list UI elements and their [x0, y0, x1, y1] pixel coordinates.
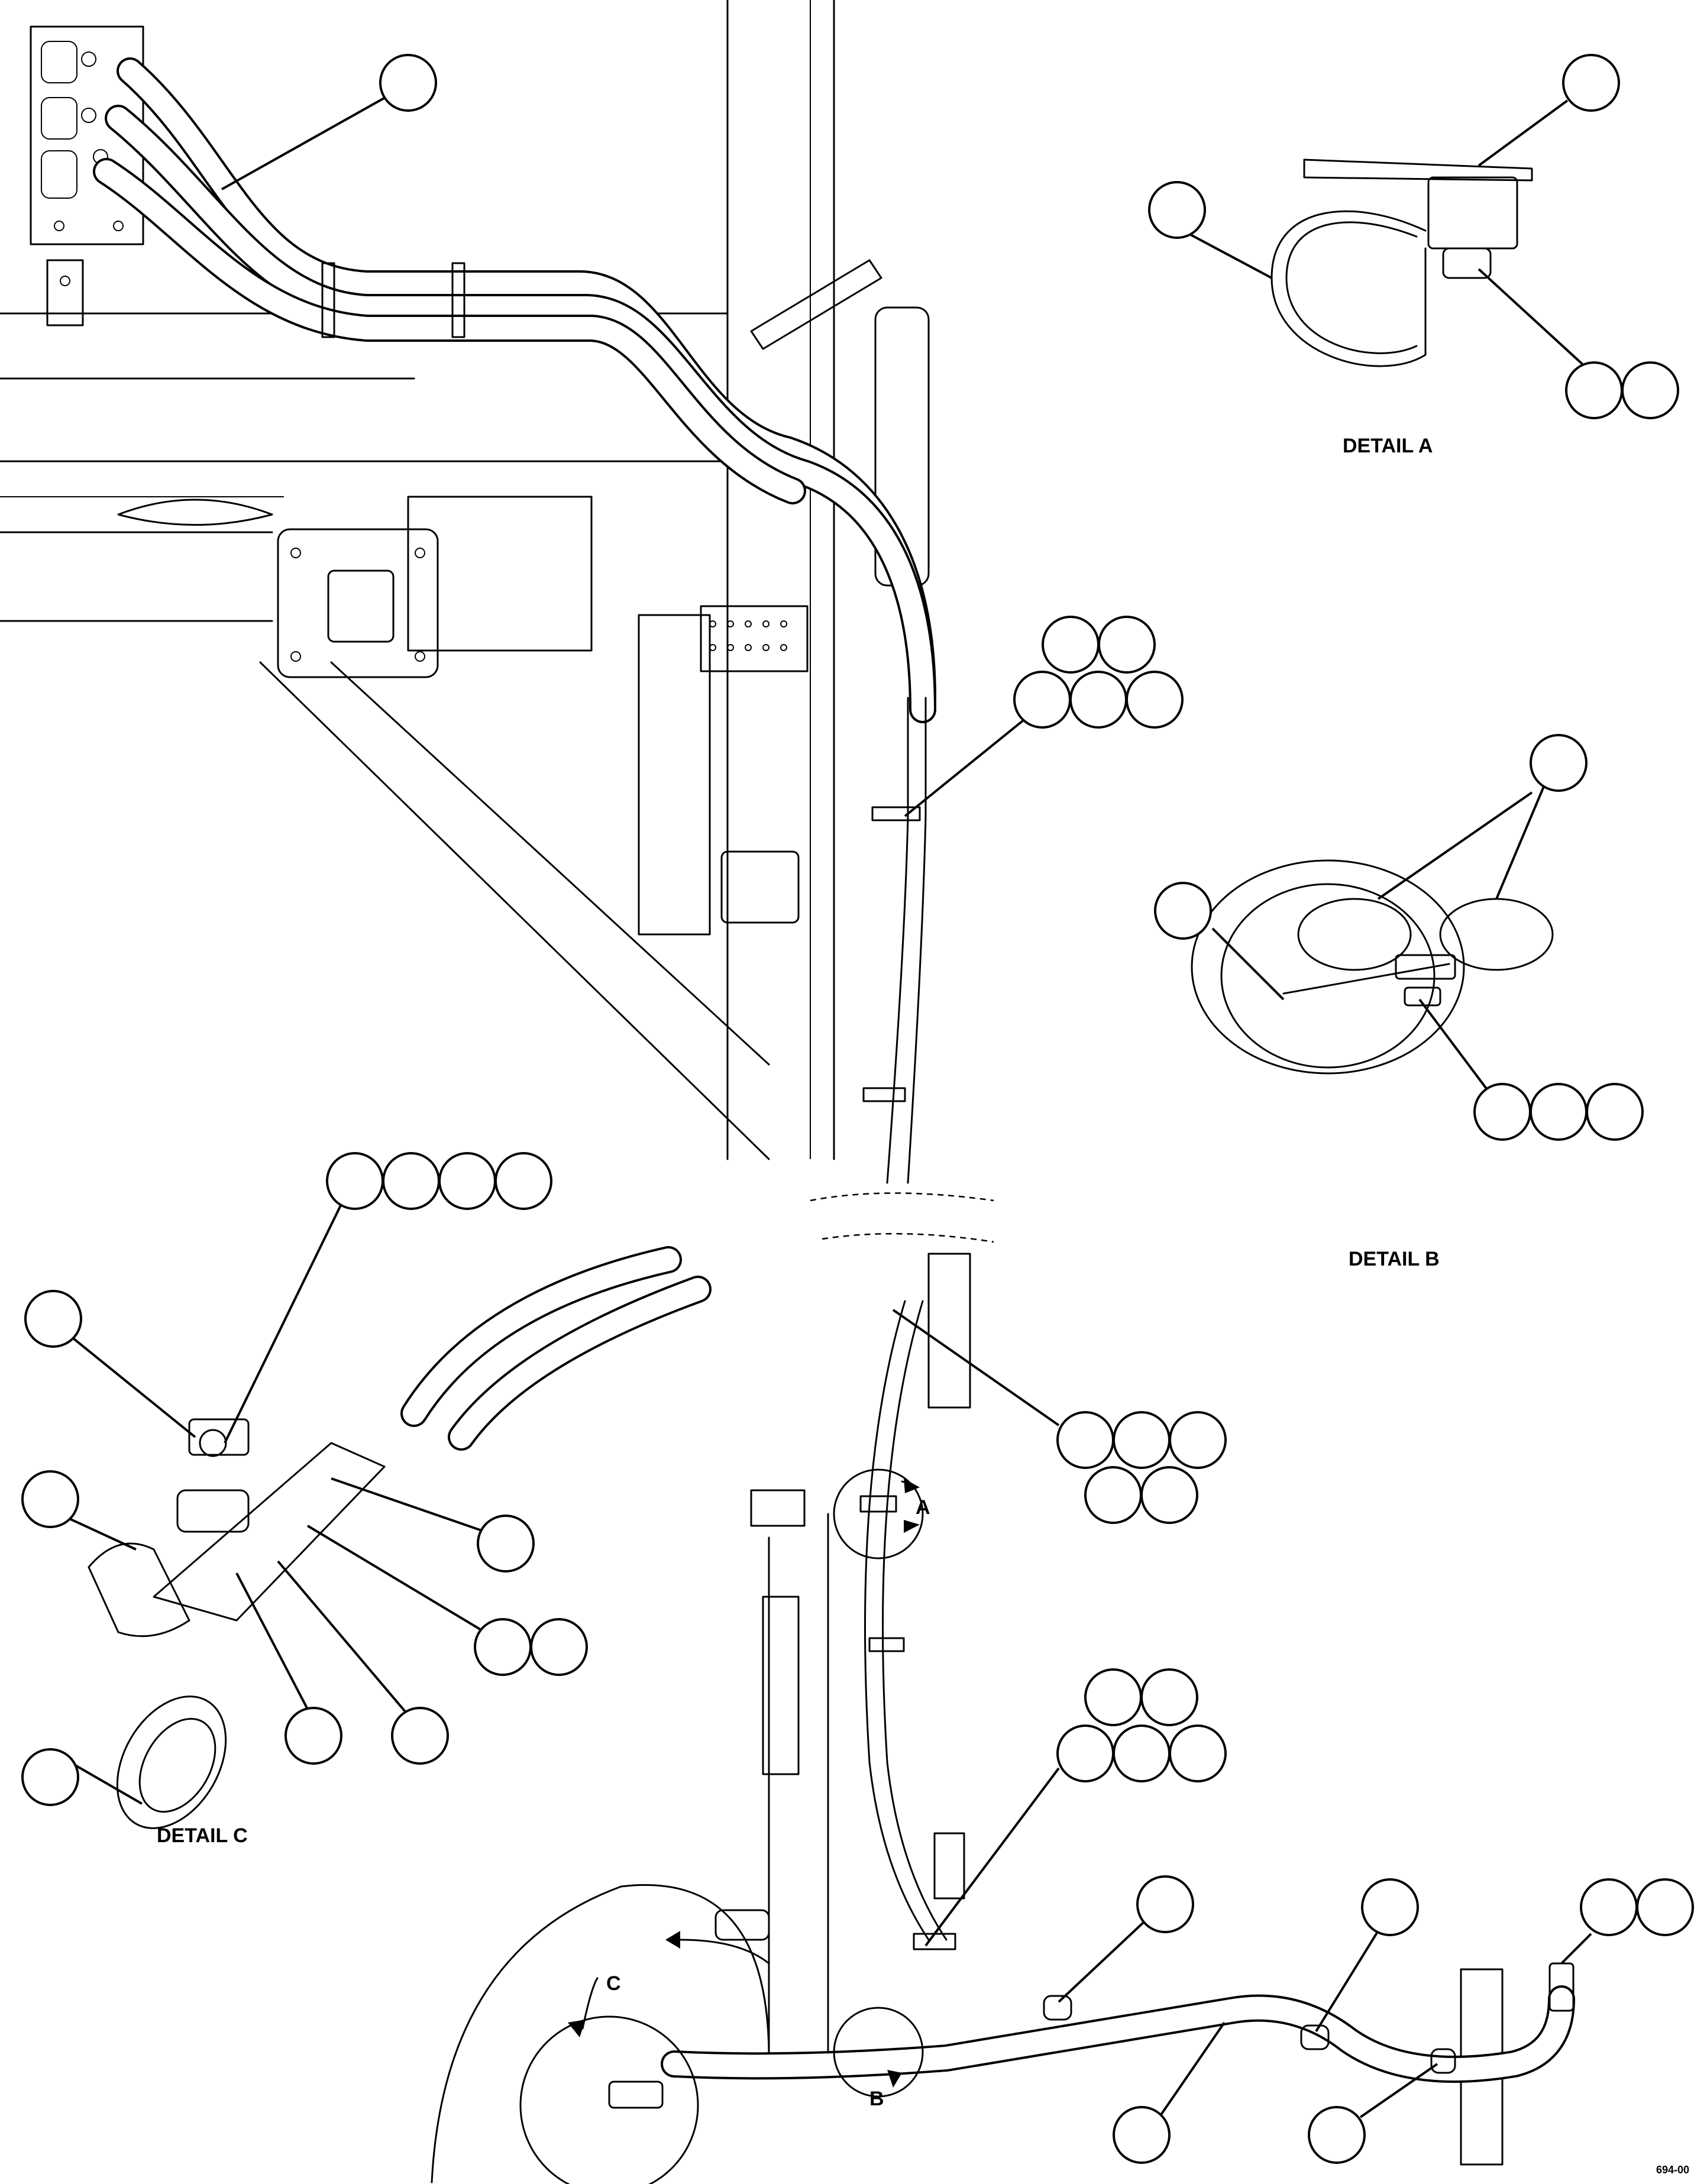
arrowhead-c-1 [568, 2020, 586, 2037]
frame-structure [0, 0, 930, 1160]
detail-c-drawing [88, 1246, 712, 1829]
view-marker-a: A [916, 1496, 930, 1519]
detail-c-callout-circle [519, 2015, 699, 2184]
break-line-upper [810, 1192, 994, 1202]
detail-b-label: DETAIL B [1349, 1248, 1440, 1270]
plate-holes [709, 620, 787, 651]
lower-hose-run [608, 1300, 1575, 2109]
arrowhead-c-2 [665, 1931, 680, 1949]
upper-hose-bundle [93, 57, 936, 1184]
arrowhead-a-lower [904, 1520, 920, 1533]
detail-b-callout-circle [833, 2007, 924, 2098]
detail-c-label: DETAIL C [157, 1824, 248, 1847]
arrowhead-a-upper [904, 1478, 920, 1493]
callout-balloons [21, 54, 1694, 2164]
view-marker-c: C [606, 1972, 621, 1995]
arrow-c-arc-2 [581, 1977, 599, 2030]
detail-a-drawing [1270, 158, 1533, 367]
view-marker-b: B [869, 2088, 884, 2110]
arrowhead-b [887, 2070, 902, 2088]
detail-a-label: DETAIL A [1343, 435, 1433, 457]
arrow-c-arc [679, 1939, 770, 1965]
break-line-lower [822, 1232, 994, 1243]
detail-a-callout-circle [833, 1468, 924, 1559]
drawing-id: 694-00 [1656, 2164, 1689, 2176]
